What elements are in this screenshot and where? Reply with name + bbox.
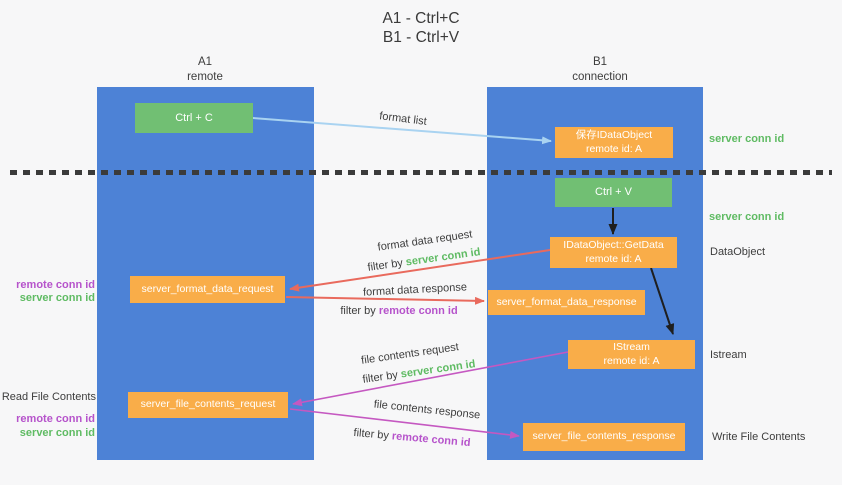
filter-by-text: filter by <box>361 369 399 386</box>
remote-conn-id-label-mid: remote conn id <box>16 279 95 291</box>
server-file-contents-request-box: server_file_contents_request <box>128 392 288 418</box>
column-header-b1: B1 connection <box>540 55 660 85</box>
server-conn-id-text: server conn id <box>405 246 482 269</box>
write-file-contents-label: Write File Contents <box>712 431 806 443</box>
istream-line2: remote id: A <box>603 354 660 367</box>
title-line-b1: B1 - Ctrl+V <box>382 29 460 47</box>
server-format-data-request-box: server_format_data_request <box>130 276 285 303</box>
file-contents-response-filter-label: filter by remote conn id <box>353 427 471 449</box>
server-conn-id-label-top: server conn id <box>709 133 785 145</box>
server-format-data-response-box: server_format_data_response <box>488 290 645 315</box>
column-a1-subtitle: remote <box>187 70 223 83</box>
filter-by-text: filter by <box>366 257 404 274</box>
save-idataobject-line2: remote id: A <box>585 142 642 155</box>
filter-by-text: filter by <box>353 426 390 442</box>
column-b1-subtitle: connection <box>572 70 628 83</box>
column-header-a1: A1 remote <box>145 55 265 85</box>
filter-by-text: filter by <box>340 305 376 317</box>
server-conn-id-label-left-mid: server conn id <box>19 292 95 304</box>
server-conn-id-text: server conn id <box>400 358 477 381</box>
save-idataobject-line1: 保存IDataObject <box>575 128 653 141</box>
remote-conn-id-text: remote conn id <box>391 430 471 450</box>
remote-conn-id-label-bottom: remote conn id <box>16 413 95 425</box>
column-b1-title: B1 <box>592 56 608 68</box>
format-data-response-label: format data response <box>362 281 468 299</box>
diagram-title: A1 - Ctrl+C B1 - Ctrl+V <box>0 9 842 48</box>
server-conn-id-label-mid: server conn id <box>709 211 785 223</box>
server-file-contents-response-box: server_file_contents_response <box>523 423 685 451</box>
dataobject-label: DataObject <box>710 246 766 258</box>
format-data-response-arrow <box>285 296 485 305</box>
column-a1-title: A1 <box>197 56 213 68</box>
read-file-contents-label: Read File Contents <box>1 391 96 403</box>
istream-line1: IStream <box>613 340 650 353</box>
remote-conn-id-text: remote conn id <box>378 305 458 317</box>
getdata-line2: remote id: A <box>585 252 642 265</box>
server-conn-id-label-left-bottom: server conn id <box>19 427 95 439</box>
format-data-response-filter-label: filter by remote conn id <box>340 305 457 317</box>
getdata-line1: IDataObject::GetData <box>563 238 664 251</box>
ctrl-v-box: Ctrl + V <box>555 178 672 207</box>
file-contents-response-label: file contents response <box>373 398 481 422</box>
ctrl-c-box: Ctrl + C <box>135 103 253 133</box>
format-list-label: format list <box>378 110 428 128</box>
title-line-a1: A1 - Ctrl+C <box>382 10 460 27</box>
session-divider-line <box>10 170 832 175</box>
istream-label: Istream <box>710 349 747 361</box>
